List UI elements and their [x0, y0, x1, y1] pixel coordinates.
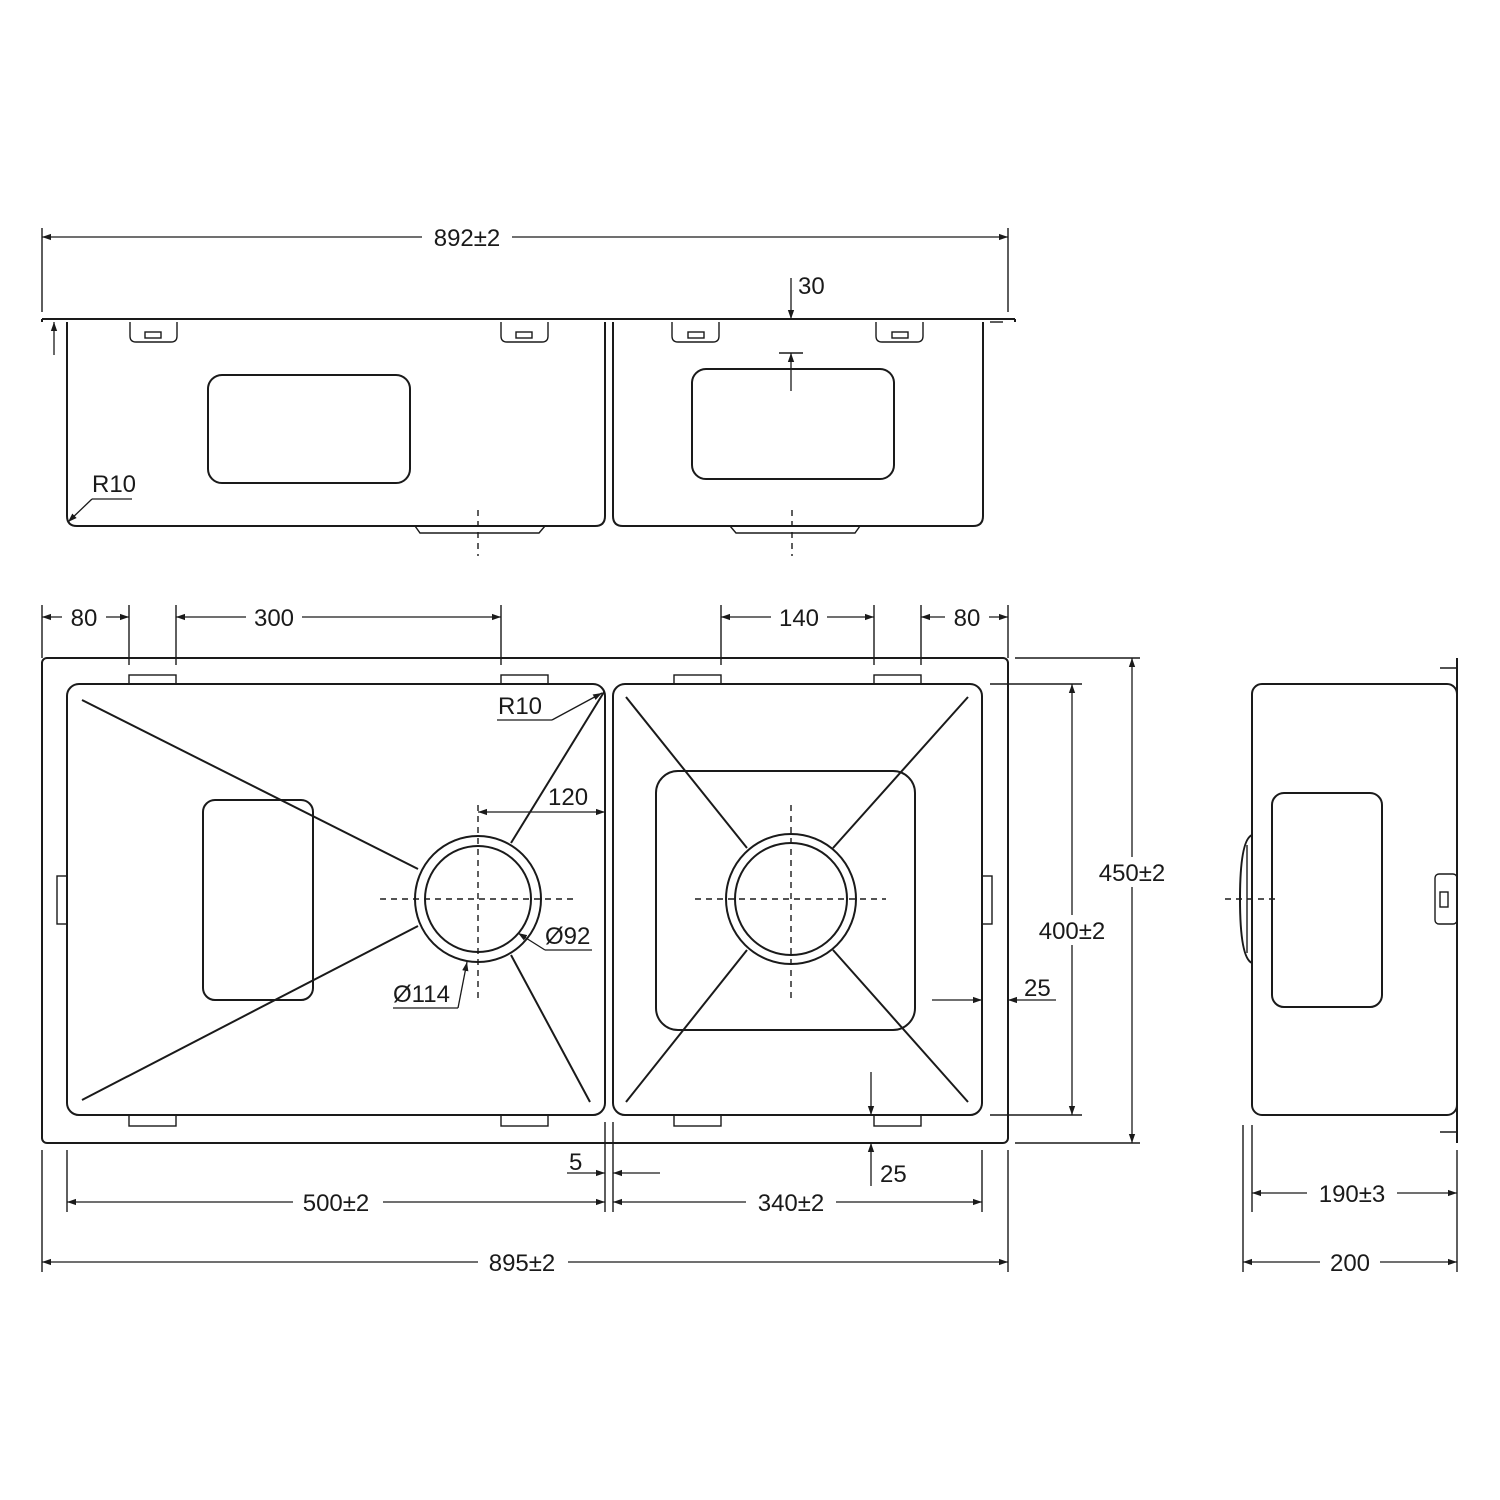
- overall-depth-label: 450±2: [1099, 860, 1166, 887]
- side-inner-depth-label: 190±3: [1319, 1181, 1386, 1208]
- bottom-margin-label: 25: [880, 1161, 907, 1188]
- dimension-lines: [41, 233, 1458, 1272]
- overall-width-label: 895±2: [489, 1250, 556, 1277]
- corner-radius-plan-label: R10: [498, 693, 542, 720]
- front-elevation-view: [41, 228, 1016, 556]
- clip-spacing-right-label: 140: [779, 605, 819, 632]
- plan-view: [41, 657, 1009, 1144]
- flange-depth-label: 30: [798, 273, 825, 300]
- bowl-depth-label: 400±2: [1039, 918, 1106, 945]
- side-view: [1225, 658, 1458, 1143]
- overall-top-width-label: 892±2: [434, 225, 501, 252]
- divider-gap-label: 5: [569, 1149, 582, 1176]
- clip-spacing-left-label: 300: [254, 605, 294, 632]
- small-bowl-width-label: 340±2: [758, 1190, 825, 1217]
- side-total-depth-label: 200: [1330, 1250, 1370, 1277]
- large-bowl-width-label: 500±2: [303, 1190, 370, 1217]
- outer-diameter-label: Ø114: [393, 981, 450, 1008]
- inner-diameter-label: Ø92: [545, 923, 590, 950]
- waste-offset-label: 120: [548, 784, 588, 811]
- edge-left-label: 80: [71, 605, 98, 632]
- side-margin-label: 25: [1024, 975, 1051, 1002]
- dimension-labels: 892±2 30 R10 80 300 140 80 R10 120 Ø92 Ø…: [62, 222, 1397, 1277]
- edge-right-label: 80: [954, 605, 981, 632]
- corner-radius-front-label: R10: [92, 471, 136, 498]
